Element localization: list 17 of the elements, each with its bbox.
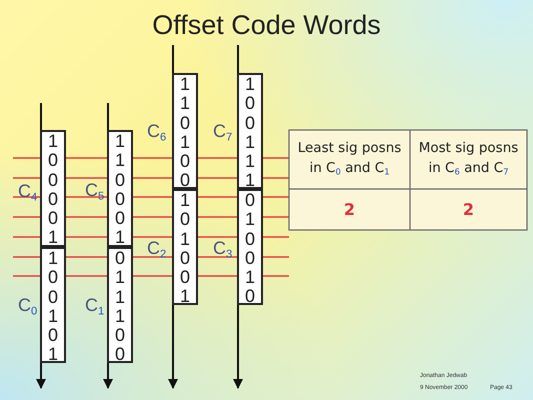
bit-column-box: 1 1 0 1 0 0: [172, 73, 198, 189]
bit-column-box: 1 0 0 1 0 1: [40, 247, 66, 363]
bit-column-box: 0 1 1 1 0 0: [107, 247, 133, 363]
table-header: Most sig posns in C$_{6}$ and C$_{7}$: [418, 139, 520, 178]
table-cell-text: 2: [462, 200, 476, 220]
title: Offset Code Words: [151, 10, 382, 41]
bit-column-box: 1 0 0 1 1 1: [237, 73, 263, 189]
table-cell-text: 2: [342, 200, 356, 220]
bit-column-box: 0 1 0 0 1 0: [237, 189, 263, 305]
codeword-label: C$_{6}$: [147, 121, 166, 144]
bit-column-box: 1 0 1 0 0 1: [172, 189, 198, 305]
bit-column-box: 1 1 0 0 0 1: [107, 130, 133, 247]
codeword-label: C$_{0}$: [18, 295, 38, 318]
bit-column-box: 1 0 0 0 0 1: [40, 130, 66, 247]
codeword-label: C$_{1}$: [85, 295, 104, 318]
codeword-label: C$_{7}$: [213, 121, 232, 144]
table-header: Least sig posns in C$_{0}$ and C$_{1}$: [296, 139, 402, 178]
